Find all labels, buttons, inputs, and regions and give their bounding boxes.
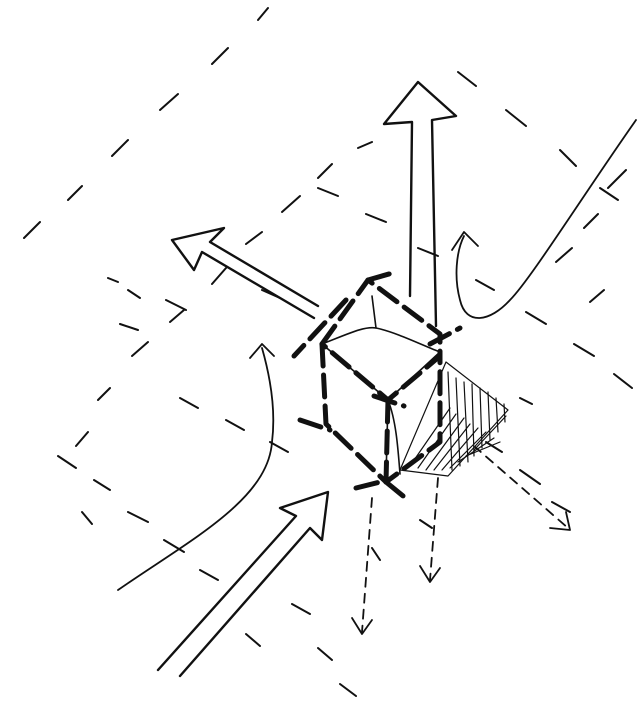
right-curved-arrow [452,120,636,318]
cube [294,272,508,500]
incoming-arrow [158,492,328,676]
ground-dash-grid [24,8,632,696]
diagonal-arrow-right [474,446,568,528]
up-arrow [384,82,456,326]
down-arrow-right [430,478,438,580]
left-curved-arrow [118,344,274,590]
down-arrow-left [362,498,372,632]
upper-left-arrow [172,228,318,318]
